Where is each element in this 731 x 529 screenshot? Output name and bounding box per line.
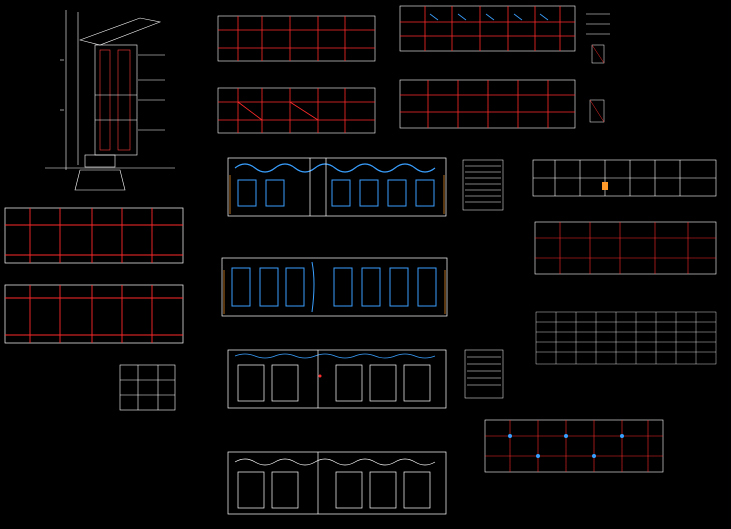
stair-detail (119, 364, 176, 411)
footing-plan (484, 419, 664, 473)
sanitary-legend (464, 349, 504, 399)
column-grid-plan (534, 221, 717, 275)
column-detail (586, 13, 610, 123)
column-plan (399, 79, 576, 129)
sanitary-plan (227, 349, 447, 409)
architecture-plan (227, 451, 447, 515)
electrical-outlets-plan (221, 257, 448, 317)
electrical-legend (462, 159, 504, 211)
roof-beams-plan (532, 159, 717, 197)
slab-grid-plan (535, 311, 717, 365)
front-elevation (4, 207, 184, 264)
beam-framing-plan-2 (217, 87, 376, 134)
wall-section-drawing (45, 10, 175, 191)
electrical-lighting-plan (227, 157, 447, 217)
beam-framing-plan-1 (217, 15, 376, 62)
foundation-plan (399, 5, 576, 52)
rear-elevation (4, 284, 184, 344)
